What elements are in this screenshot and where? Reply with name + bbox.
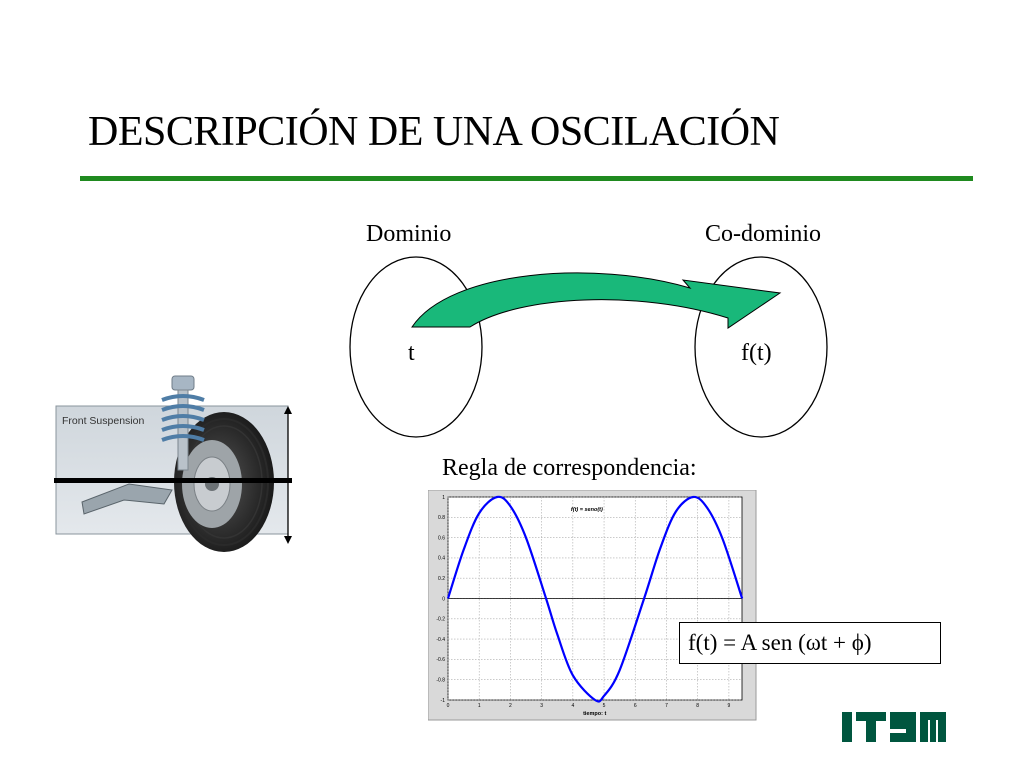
y-tick-label: -1 (441, 698, 446, 704)
itam-logo-mark (842, 712, 946, 742)
domain-set (349, 256, 483, 438)
y-tick-label: -0.4 (436, 637, 445, 643)
x-tick-label: 3 (540, 703, 543, 709)
y-tick-label: 1 (442, 495, 445, 501)
mapping-diagram (349, 256, 828, 438)
domain-label: Dominio (366, 221, 452, 247)
x-tick-label: 5 (603, 703, 606, 709)
codomain-variable: f(t) (741, 340, 772, 366)
front-suspension-image: Front Suspension (54, 375, 292, 552)
chart-title: f(t) = seno(t) (571, 507, 603, 513)
correspondence-rule-label: Regla de correspondencia: (442, 455, 697, 481)
suspension-caption: Front Suspension (62, 415, 144, 427)
x-tick-label: 6 (634, 703, 637, 709)
x-tick-label: 4 (571, 703, 574, 709)
y-tick-label: 0.6 (438, 535, 445, 541)
sine-series-line (446, 495, 744, 703)
slide-title: DESCRIPCIÓN DE UNA OSCILACIÓN (88, 109, 780, 155)
y-tick-label: 0 (442, 596, 445, 602)
y-tick-label: 0.8 (438, 515, 445, 521)
x-tick-label: 0 (447, 703, 450, 709)
title-divider (80, 176, 973, 181)
codomain-label: Co-dominio (705, 221, 822, 247)
y-tick-label: -0.6 (436, 657, 445, 663)
x-tick-label: 1 (478, 703, 481, 709)
domain-variable: t (408, 340, 415, 366)
formula-box: f(t) = A sen (ωt + ϕ) (679, 622, 941, 664)
x-axis-label: tiempo: t (583, 711, 606, 717)
chart-plot-area: 0 1 2 3 4 5 6 7 8 9 -1 -0.8 -0.6 -0.4 -0.2 0 0.2 0.4 0.6 0.… (436, 495, 744, 717)
mapping-arrow (411, 272, 782, 329)
y-tick-label: -0.2 (436, 617, 445, 623)
y-tick-label: 0.4 (438, 556, 445, 562)
x-tick-label: 8 (696, 703, 699, 709)
x-tick-label: 2 (509, 703, 512, 709)
x-tick-label: 9 (728, 703, 731, 709)
y-tick-label: 0.2 (438, 576, 445, 582)
sine-chart: 0 1 2 3 4 5 6 7 8 9 -1 -0.8 -0.6 -0.4 -0.2 0 0.2 0.4 0.6 0.… (428, 490, 757, 721)
y-tick-label: -0.8 (436, 678, 445, 684)
x-tick-label: 7 (665, 703, 668, 709)
itam-logo (842, 712, 946, 742)
